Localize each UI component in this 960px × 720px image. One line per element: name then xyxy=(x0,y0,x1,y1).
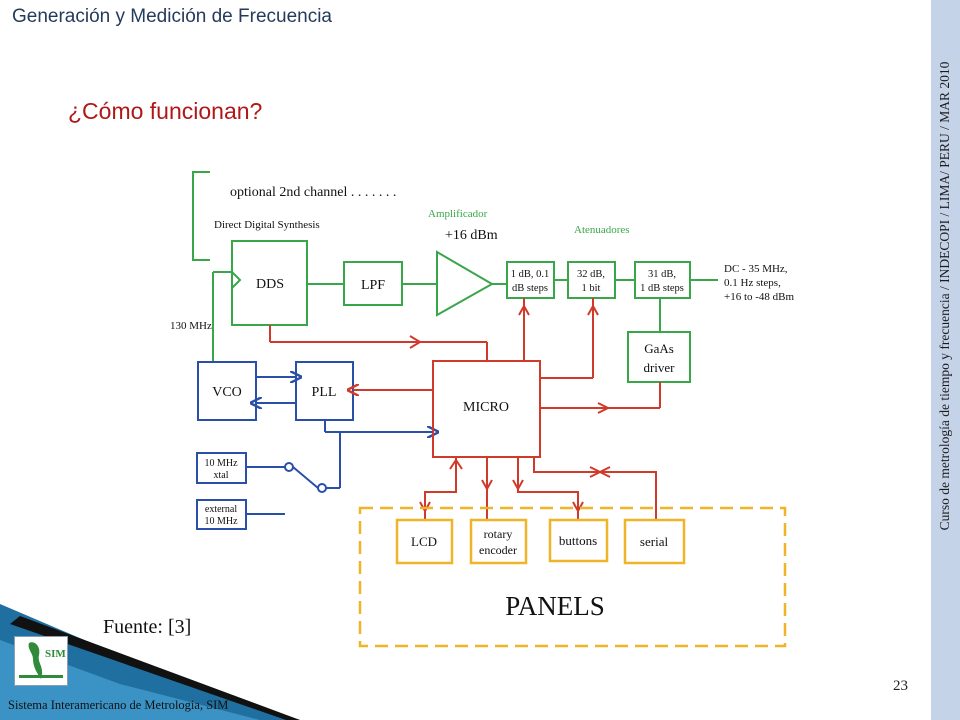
rotary-encoder-block xyxy=(469,518,528,565)
page-number: 23 xyxy=(893,678,908,694)
amplifier-symbol xyxy=(436,250,495,317)
attenuator-1-line2: dB steps xyxy=(512,283,548,294)
organization-name: Sistema Interamericano de Metrologia, SI… xyxy=(8,698,229,712)
attenuator-2-line2: 1 bit xyxy=(582,283,601,294)
attenuator-3-line2: 1 dB steps xyxy=(640,283,684,294)
output-spec-line1: DC - 35 MHz, xyxy=(724,263,788,275)
sim-logo-graphic: SIM xyxy=(19,642,66,679)
output-spec-line2: 0.1 Hz steps, xyxy=(724,277,781,289)
vco-block xyxy=(197,361,257,421)
header-title: Generación y Medición de Frecuencia xyxy=(12,6,333,27)
gain-label: +16 dBm xyxy=(445,228,498,243)
attenuator-2-line1: 32 dB, xyxy=(577,269,605,280)
xtal-line1: 10 MHz xyxy=(204,458,238,469)
micro-label: MICRO xyxy=(463,400,509,415)
gaas-line1: GaAs xyxy=(644,341,674,356)
external-ref-line2: 10 MHz xyxy=(204,516,238,527)
output-spec-line3: +16 to -48 dBm xyxy=(724,291,795,303)
rotary-line1: rotary xyxy=(484,527,513,541)
vco-label: VCO xyxy=(212,385,242,400)
attenuator-3-line1: 31 dB, xyxy=(648,269,676,280)
corner-decoration xyxy=(0,604,300,720)
buttons-block xyxy=(548,518,609,563)
dds-label: DDS xyxy=(256,277,284,292)
pll-label: PLL xyxy=(312,385,337,400)
dds-note-label: Direct Digital Synthesis xyxy=(214,219,320,231)
panels-label: PANELS xyxy=(505,591,605,621)
clock-label: 130 MHz xyxy=(170,320,212,332)
serial-block xyxy=(623,518,686,565)
source-reference: Fuente: [3] xyxy=(103,616,192,638)
sim-logo: SIM xyxy=(14,636,68,686)
svg-text:SIM: SIM xyxy=(45,648,66,660)
rotary-line2: encoder xyxy=(479,543,517,557)
lcd-label: LCD xyxy=(411,534,437,549)
slide-title: ¿Cómo funcionan? xyxy=(68,98,263,124)
panels-region xyxy=(358,506,787,648)
optional-channel-label: optional 2nd channel . . . . . . . xyxy=(230,185,396,200)
attenuator-1-line1: 1 dB, 0.1 xyxy=(511,269,550,280)
optional-channel-bracket xyxy=(192,171,210,261)
lcd-block xyxy=(395,518,454,565)
lpf-label: LPF xyxy=(361,278,385,293)
external-ref-line1: external xyxy=(205,504,237,515)
xtal-line2: xtal xyxy=(214,470,229,481)
amplifier-label: Amplificador xyxy=(428,208,488,220)
course-info: Curso de metrología de tiempo y frecuenc… xyxy=(937,61,952,531)
serial-label: serial xyxy=(640,534,669,549)
buttons-label: buttons xyxy=(559,533,597,548)
gaas-line2: driver xyxy=(643,360,675,375)
attenuators-label: Atenuadores xyxy=(574,224,630,236)
sidebar-band xyxy=(931,0,960,720)
